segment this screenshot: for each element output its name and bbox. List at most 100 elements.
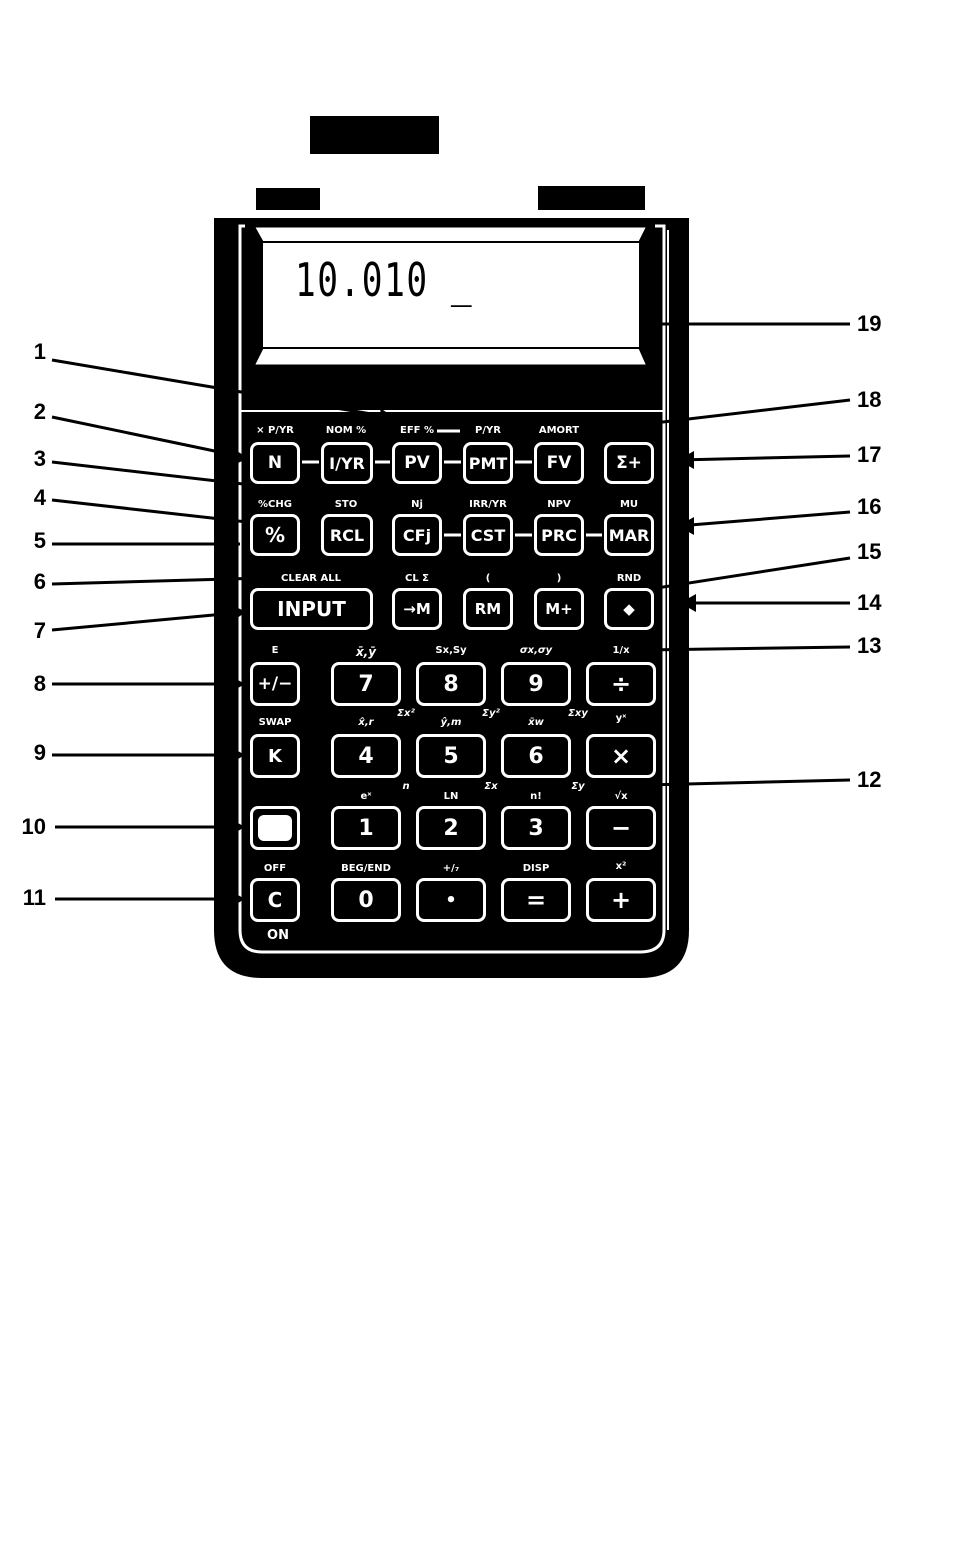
label-e: E	[271, 645, 279, 656]
label-sto: STO	[334, 499, 358, 510]
multiply-key[interactable]: ×	[586, 734, 656, 778]
label-eff: EFF %	[400, 425, 434, 436]
rcl-key[interactable]: RCL	[321, 514, 373, 556]
label-n-fact: n!	[530, 791, 542, 802]
pmt-key[interactable]: PMT	[463, 442, 513, 484]
label-y-x: yˣ	[615, 713, 627, 724]
callout-10: 10	[21, 814, 46, 839]
top-block-left	[256, 188, 320, 210]
divide-key[interactable]: ÷	[586, 662, 656, 706]
prc-key[interactable]: PRC	[534, 514, 584, 556]
label-rnd: RND	[616, 573, 642, 584]
callout-8: 8	[33, 671, 46, 696]
rm-key[interactable]: RM	[463, 588, 513, 630]
i-yr-key[interactable]: I/YR	[321, 442, 373, 484]
callout-13: 13	[857, 633, 882, 658]
six-key[interactable]: 6	[501, 734, 571, 778]
plus-minus-key[interactable]: +/−	[250, 662, 300, 706]
label-sx-sy: Sx,Sy	[435, 645, 467, 656]
zero-key[interactable]: 0	[331, 878, 401, 922]
label-sum-y: Σy	[571, 781, 585, 792]
callout-18: 18	[857, 387, 882, 412]
callout-15: 15	[857, 539, 882, 564]
eight-key[interactable]: 8	[416, 662, 486, 706]
label-cl-sigma: CL Σ	[404, 573, 430, 584]
label-x-p-yr: × P/YR	[256, 425, 294, 436]
c-key[interactable]: C	[250, 878, 300, 922]
callout-17: 17	[857, 442, 882, 467]
callout-3: 3	[33, 446, 46, 471]
label-swap: SWAP	[258, 717, 292, 728]
label-paren-open: (	[485, 573, 491, 584]
five-key[interactable]: 5	[416, 734, 486, 778]
label-beg-end: BEG/END	[341, 863, 391, 874]
backspace-key[interactable]: ◆	[604, 588, 654, 630]
two-key[interactable]: 2	[416, 806, 486, 850]
callout-leaders	[51, 322, 851, 901]
callout-11: 11	[22, 885, 46, 910]
three-key[interactable]: 3	[501, 806, 571, 850]
dot-key[interactable]: •	[416, 878, 486, 922]
percent-key[interactable]: %	[250, 514, 300, 556]
label-xhat-r: x̂,r	[358, 717, 374, 728]
pv-key[interactable]: PV	[392, 442, 442, 484]
minus-key[interactable]: −	[586, 806, 656, 850]
label-sum-x: Σx	[484, 781, 498, 792]
label-clear-all: CLEAR ALL	[281, 573, 341, 584]
label-xbar-ybar: x̄,ȳ	[355, 645, 377, 659]
to-m-key[interactable]: →M	[392, 588, 442, 630]
m-plus-key[interactable]: M+	[534, 588, 584, 630]
equals-key[interactable]: =	[501, 878, 571, 922]
callout-19: 19	[857, 311, 882, 336]
key-connectors	[298, 429, 604, 537]
nine-key[interactable]: 9	[501, 662, 571, 706]
display-inner	[261, 241, 641, 349]
label-plus-slash: +/₇	[442, 863, 460, 874]
label-disp: DISP	[522, 863, 550, 874]
cst-key[interactable]: CST	[463, 514, 513, 556]
label-p-yr: P/YR	[475, 425, 501, 436]
label-x2: x²	[615, 861, 627, 872]
k-key[interactable]: K	[250, 734, 300, 778]
label-n-small: n	[402, 781, 410, 792]
label-irr-yr: IRR/YR	[469, 499, 507, 510]
sigma-plus-key[interactable]: Σ+	[604, 442, 654, 484]
four-key[interactable]: 4	[331, 734, 401, 778]
callout-2: 2	[33, 399, 46, 424]
plus-key[interactable]: +	[586, 878, 656, 922]
label-off: OFF	[263, 863, 287, 874]
label-xw: x̄w	[528, 717, 544, 728]
label-nj: Nj	[411, 499, 423, 510]
callout-9: 9	[33, 740, 46, 765]
cfj-key[interactable]: CFj	[392, 514, 442, 556]
callout-6: 6	[33, 569, 46, 594]
one-key[interactable]: 1	[331, 806, 401, 850]
fv-key[interactable]: FV	[534, 442, 584, 484]
label-pct-chg: %CHG	[258, 499, 292, 510]
n-key[interactable]: N	[250, 442, 300, 484]
label-amort: AMORT	[538, 425, 580, 436]
top-block-title	[310, 116, 439, 154]
label-sum-y2: Σy²	[482, 708, 500, 719]
label-paren-close: )	[556, 573, 562, 584]
callout-14: 14	[857, 590, 882, 615]
label-nom: NOM %	[325, 425, 367, 436]
display-readout: 10.010 _	[295, 253, 474, 307]
label-ox-oy: σx,σy	[519, 645, 553, 656]
callout-arrowheads	[224, 315, 696, 908]
callout-12: 12	[857, 767, 882, 792]
top-block-right	[538, 186, 645, 210]
label-one-over-x: 1/x	[612, 645, 630, 656]
label-sum-xy: Σxy	[568, 708, 588, 719]
label-sqrt-x: √x	[614, 791, 628, 802]
callout-1: 1	[33, 339, 46, 364]
calculator-inner-outline	[238, 224, 666, 954]
label-npv: NPV	[547, 499, 571, 510]
callout-4: 4	[33, 485, 46, 510]
label-yhat-m: ŷ,m	[440, 717, 462, 728]
seven-key[interactable]: 7	[331, 662, 401, 706]
input-key[interactable]: INPUT	[250, 588, 373, 630]
label-mu: MU	[619, 499, 639, 510]
mar-key[interactable]: MAR	[604, 514, 654, 556]
